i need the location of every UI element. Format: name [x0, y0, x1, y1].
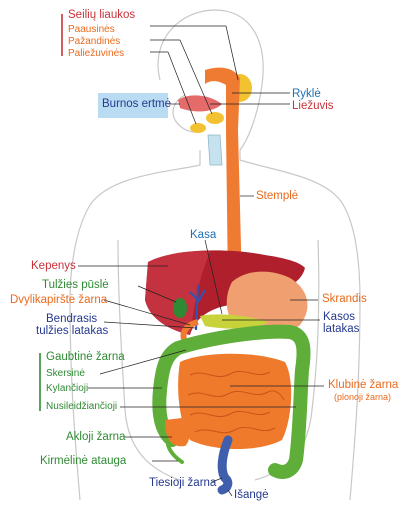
- appendix: [166, 443, 184, 464]
- label-transverse: Skersinė: [46, 368, 85, 379]
- pharynx: [205, 67, 240, 130]
- label-tongue: Liežuvis: [292, 100, 334, 112]
- label-salivary-glands: Seilių liaukos: [68, 9, 136, 21]
- label-rectum: Tiesioji žarna: [149, 477, 217, 489]
- label-parotid: Paausinės: [68, 24, 115, 35]
- label-duodenum: Dvylikapirštė žarna: [10, 294, 108, 306]
- label-submandibular: Pažandinės: [68, 36, 121, 47]
- pancreas: [200, 314, 268, 329]
- label-stomach: Skrandis: [322, 293, 367, 305]
- small-intestine-folds: [187, 370, 285, 434]
- liver-right-lobe-shade: [145, 251, 210, 335]
- trachea: [207, 134, 223, 166]
- small-intestine: [178, 353, 292, 449]
- label-liver: Kepenys: [31, 260, 76, 272]
- label-gall-bladder: Tulžies pūslė: [42, 279, 109, 291]
- label-mouth-cavity: Burnos ertmė: [102, 98, 172, 110]
- label-cecum: Akloji žarna: [66, 431, 126, 443]
- label-ileum: Klubinė žarna: [328, 379, 399, 391]
- submandibular-gland: [206, 112, 224, 124]
- mouth-highlight-box: [98, 93, 168, 118]
- label-common-bile-duct-2: tulžies latakas: [36, 325, 109, 337]
- label-colon: Gaubtinė žarna: [46, 351, 125, 363]
- label-pancreas: Kasa: [190, 229, 217, 241]
- head-profile: [172, 94, 196, 133]
- label-esophagus: Stemplė: [256, 190, 299, 202]
- leader-lines: [78, 25, 324, 497]
- label-appendix: Kirmėlinė atauga: [40, 455, 127, 467]
- label-anus: Išangė: [234, 489, 269, 501]
- sublingual-gland: [190, 123, 206, 133]
- rectum: [217, 435, 233, 495]
- large-intestine: [152, 324, 311, 479]
- label-pancreatic-duct-2: latakas: [323, 323, 360, 335]
- mouth-region: [178, 67, 252, 166]
- label-small-intestine: (plonoji žarna): [334, 392, 392, 402]
- label-pancreatic-duct-1: Kasos: [323, 311, 355, 323]
- label-sublingual: Paliežuvinės: [68, 48, 125, 59]
- label-common-bile-duct-1: Bendrasis: [46, 313, 98, 325]
- label-descending: Nusileidžiančioji: [46, 401, 118, 412]
- tongue: [178, 95, 222, 112]
- label-ascending: Kylančioji: [46, 383, 89, 394]
- label-pharynx: Ryklė: [292, 88, 321, 100]
- cecum: [165, 418, 190, 447]
- esophagus: [226, 130, 242, 285]
- gall-bladder: [173, 298, 187, 318]
